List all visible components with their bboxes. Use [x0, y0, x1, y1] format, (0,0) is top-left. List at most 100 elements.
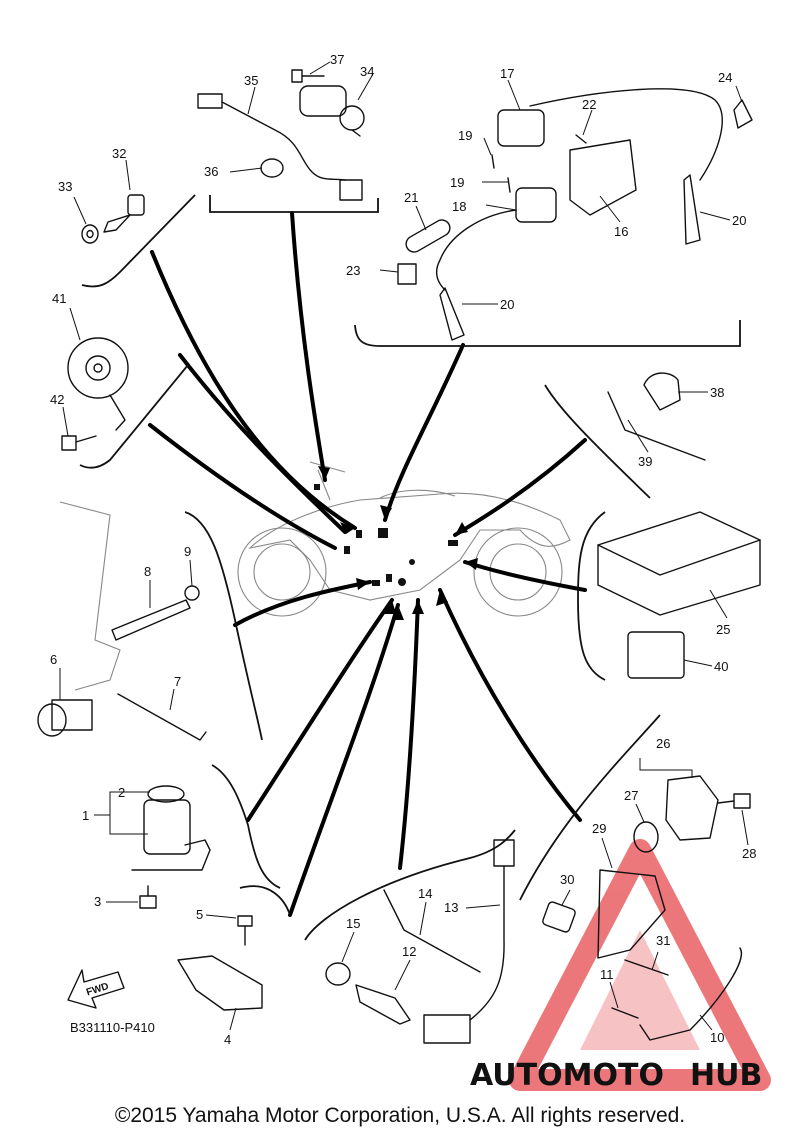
part-9-nut [184, 585, 200, 601]
part-26-sensor [665, 775, 719, 841]
part-35-lead [197, 93, 363, 201]
part-30-collar [542, 901, 576, 933]
callout-30: 30 [560, 872, 574, 887]
callout-15: 15 [346, 916, 360, 931]
part-6-pedal [37, 501, 121, 737]
callout-37: 37 [330, 52, 344, 67]
part-39-band [607, 391, 706, 461]
part-18-ignition-coil [436, 187, 557, 291]
part-8-shaft [111, 599, 191, 641]
copyright-notice: ©2015 Yamaha Motor Corporation, U.S.A. A… [114, 1104, 686, 1127]
part-34-sensor [299, 85, 365, 137]
diagram-code: B331110-P410 [70, 1020, 155, 1035]
part-10-plate [639, 947, 743, 1041]
part-33-washer [81, 224, 99, 244]
watermark-text-a: AUTOMOTO [470, 1058, 664, 1093]
callout-5: 5 [196, 907, 203, 922]
leader-lines [59, 61, 749, 1031]
callout-41: 41 [52, 291, 66, 306]
callout-25: 25 [716, 622, 730, 637]
group-brackets [79, 194, 741, 941]
part-17-ignition-coil [497, 88, 723, 181]
part-14-band [383, 889, 481, 973]
callout-20a: 20 [732, 213, 746, 228]
part-3-bolt [139, 885, 157, 909]
part-31-bolt [624, 959, 669, 976]
callout-4: 4 [224, 1032, 231, 1047]
part-41-horn [67, 337, 129, 431]
part-32-sensor [103, 194, 145, 233]
callout-17: 17 [500, 66, 514, 81]
fwd-arrow: FWD [67, 969, 125, 1009]
connection-lines [148, 211, 587, 917]
part-16-bracket [569, 139, 637, 216]
callout-38: 38 [710, 385, 724, 400]
callout-10: 10 [710, 1030, 724, 1045]
part-23-clip [397, 263, 417, 285]
callout-8: 8 [144, 564, 151, 579]
part-27-oring [633, 821, 659, 853]
part-5-bolt [237, 915, 253, 946]
callout-24: 24 [718, 70, 732, 85]
callout-12: 12 [402, 944, 416, 959]
callout-31: 31 [656, 933, 670, 948]
watermark-wordmark: AUTOMOTO HUB [470, 1058, 762, 1093]
callout-18: 18 [452, 199, 466, 214]
part-36-clamp [260, 158, 284, 178]
callout-1: 1 [82, 808, 89, 823]
callout-34: 34 [360, 64, 374, 79]
part-29-bracket [597, 869, 666, 959]
callout-2: 2 [118, 785, 125, 800]
motorcycle-outline [237, 461, 571, 617]
part-24-clip [733, 99, 753, 129]
connection-arrowheads [318, 466, 478, 620]
part-19-22-bolts [491, 134, 587, 193]
callout-6: 6 [50, 652, 57, 667]
part-2-oring [147, 785, 185, 803]
part-37-bolt [291, 69, 325, 83]
callout-40: 40 [714, 659, 728, 674]
part-11-bolt [611, 1007, 639, 1019]
callout-42: 42 [50, 392, 64, 407]
callout-21: 21 [404, 190, 418, 205]
callout-19a: 19 [458, 128, 472, 143]
callout-13: 13 [444, 900, 458, 915]
watermark-text-b: HUB [690, 1058, 762, 1093]
callout-16: 16 [614, 224, 628, 239]
part-28-bolt [717, 793, 751, 809]
part-25-ecu [597, 511, 761, 616]
callout-9: 9 [184, 544, 191, 559]
callout-11: 11 [600, 967, 614, 982]
part-38-clamp [643, 372, 681, 411]
part-13-lead [423, 839, 515, 1044]
part-20-plug-cap [439, 174, 701, 341]
part-40-relay [627, 631, 685, 679]
callout-26: 26 [656, 736, 670, 751]
part-12-sensor [355, 984, 411, 1025]
watermark [509, 839, 771, 1091]
callout-3: 3 [94, 894, 101, 909]
part-1-sensor [131, 799, 211, 871]
part-15-washer [325, 962, 351, 986]
callout-20b: 20 [500, 297, 514, 312]
callout-36: 36 [204, 164, 218, 179]
callout-numbers: 1 2 3 4 5 6 7 8 9 10 11 12 13 14 15 16 1… [50, 52, 756, 1047]
part-21-sleeve [405, 219, 451, 253]
part-42-bolt [61, 435, 97, 451]
callout-7: 7 [174, 674, 181, 689]
watermark-triangle [509, 839, 771, 1091]
callout-23: 23 [346, 263, 360, 278]
callout-33: 33 [58, 179, 72, 194]
callout-28: 28 [742, 846, 756, 861]
part-7-band [117, 693, 207, 741]
callout-32: 32 [112, 146, 126, 161]
callout-14: 14 [418, 886, 432, 901]
engine-component-markers [314, 484, 458, 586]
part-4-switch [177, 955, 263, 1011]
callout-27: 27 [624, 788, 638, 803]
callout-29: 29 [592, 821, 606, 836]
callout-22: 22 [582, 97, 596, 112]
callout-39: 39 [638, 454, 652, 469]
callout-19b: 19 [450, 175, 464, 190]
